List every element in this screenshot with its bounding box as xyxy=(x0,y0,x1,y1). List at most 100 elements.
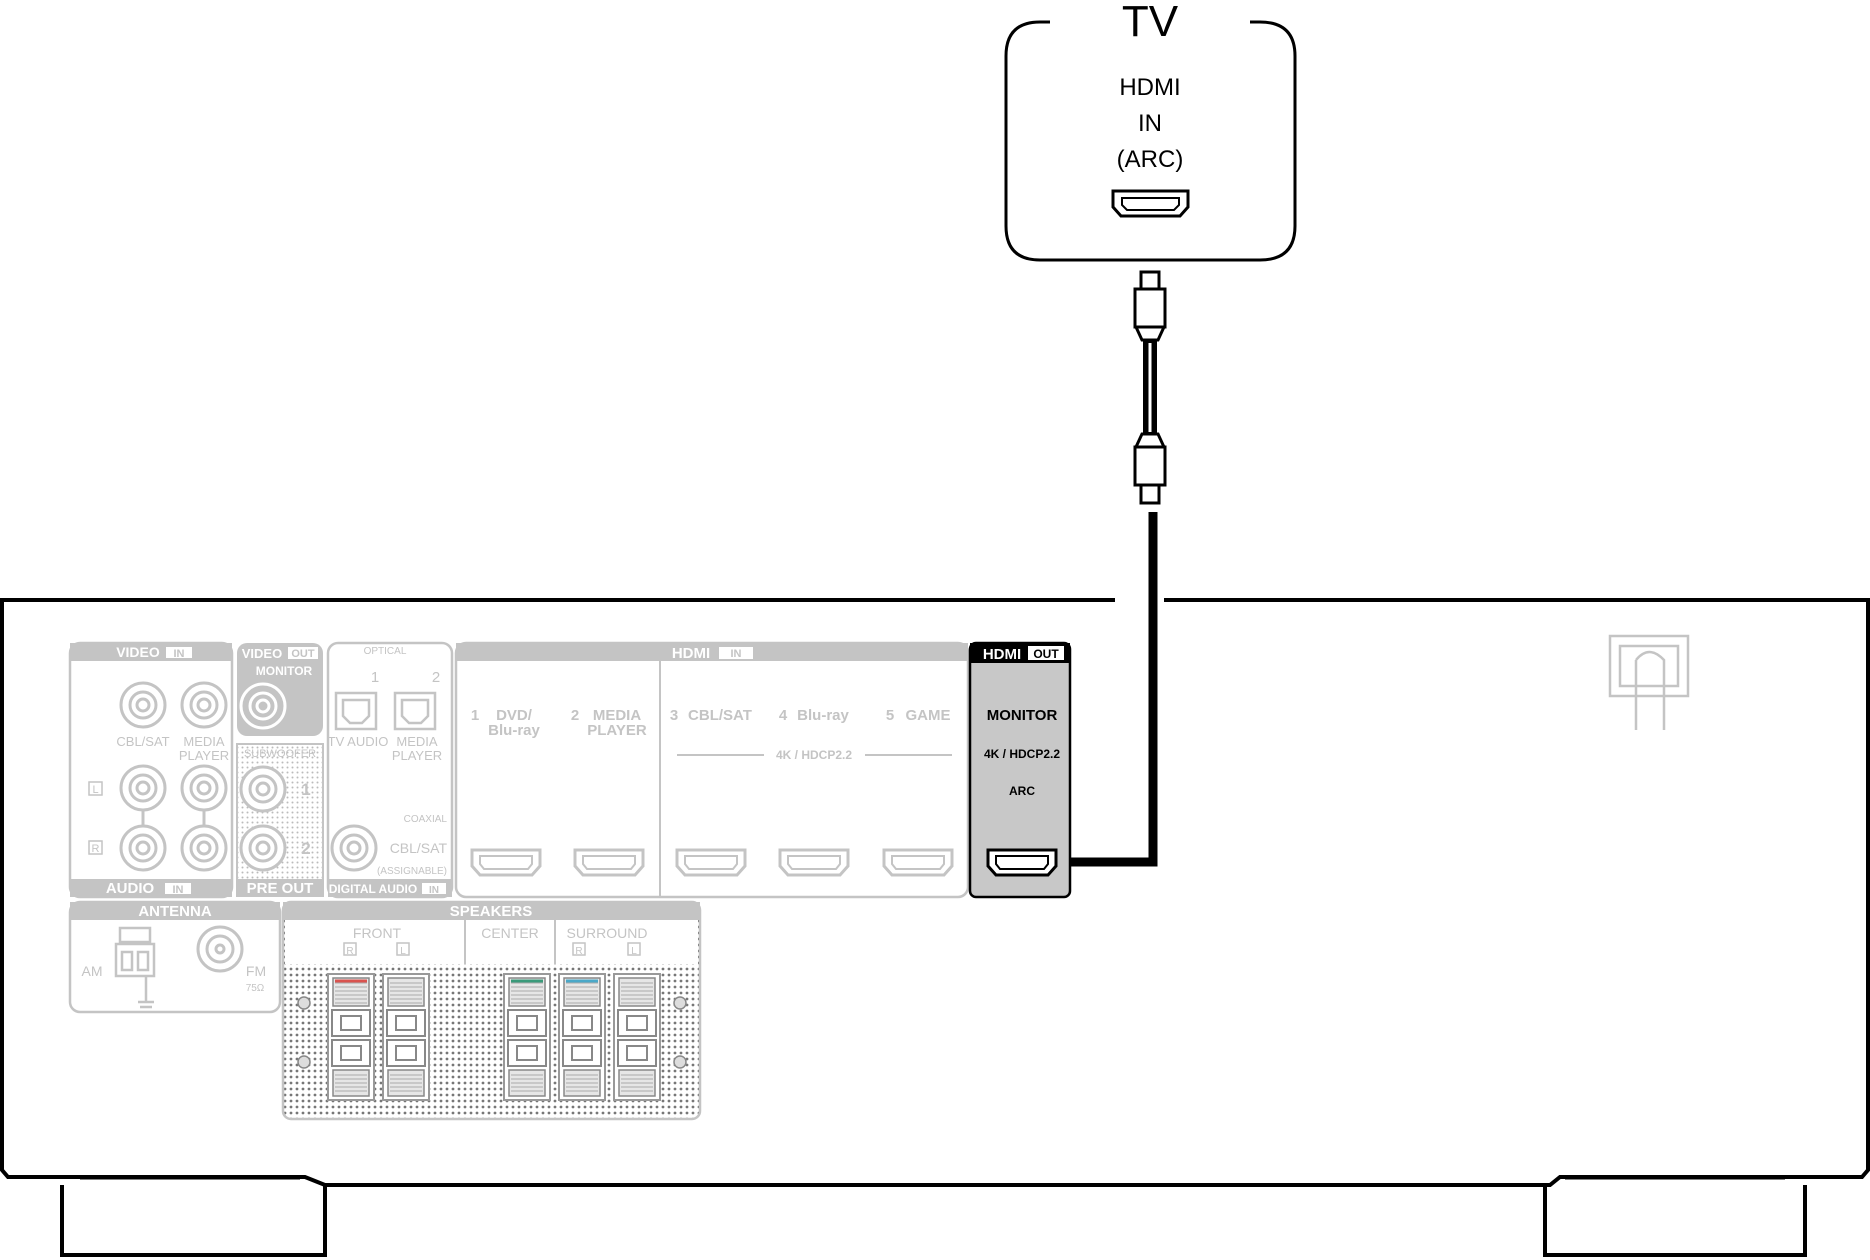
hdmi-out-hdcp-label: 4K / HDCP2.2 xyxy=(984,747,1060,761)
video-out-title: VIDEO xyxy=(242,646,282,661)
surround-l-terminal[interactable] xyxy=(613,973,661,1101)
speakers-panel: SPEAKERS FRONT CENTER SURROUND R L R L xyxy=(281,900,702,1121)
pre-out-title: PRE OUT xyxy=(247,880,314,897)
hdmi-out-arc-label: ARC xyxy=(1009,784,1035,798)
audio-in-title: AUDIO xyxy=(106,880,155,897)
optical-2-number: 2 xyxy=(432,669,440,686)
cable-bottom-connector-body xyxy=(1133,445,1167,487)
front-r-terminal[interactable] xyxy=(327,973,375,1101)
coaxial-cbl-sat-jack[interactable] xyxy=(330,824,378,872)
hdmi-in-5-number: 5 xyxy=(886,707,894,724)
speaker-panel-screw-2 xyxy=(297,1055,311,1069)
hdmi-in-panel: HDMI IN 1 DVD/ Blu-ray 2 MEDIA PLAYER 3 … xyxy=(454,641,970,899)
fm-antenna-jack[interactable] xyxy=(196,925,244,973)
video-audio-in-panel: VIDEO IN CBL/SAT MEDIA PLAYER L R AUDIO … xyxy=(68,641,234,899)
video-in-cbl-sat-jack[interactable] xyxy=(119,681,167,729)
cable-top-connector-tip xyxy=(1139,270,1161,292)
video-out-badge: OUT xyxy=(291,648,315,660)
optical-tv-audio-jack[interactable] xyxy=(334,691,378,731)
digital-audio-badge: IN xyxy=(429,885,439,896)
hdmi-in-1-number: 1 xyxy=(471,707,479,724)
video-in-media-label: MEDIA xyxy=(183,734,225,749)
hdmi-in-hdcp-label: 4K / HDCP2.2 xyxy=(776,748,852,762)
hdmi-in-5-label: GAME xyxy=(906,707,951,724)
tv-title: TV xyxy=(1122,0,1179,46)
hdmi-out-title: HDMI xyxy=(983,646,1021,663)
surround-r-terminal[interactable] xyxy=(558,973,606,1101)
front-l-terminal[interactable] xyxy=(382,973,430,1101)
antenna-panel: ANTENNA AM FM 75Ω xyxy=(68,900,282,1014)
subwoofer-1-number: 1 xyxy=(301,780,310,799)
audio-l-label: L xyxy=(92,784,98,796)
antenna-title: ANTENNA xyxy=(138,903,211,920)
speakers-title: SPEAKERS xyxy=(450,903,533,920)
front-l-label: L xyxy=(400,946,406,957)
coaxial-assignable-label: (ASSIGNABLE) xyxy=(377,866,447,877)
video-out-preout-panel: VIDEO OUT MONITOR SUBWOOFER 1 2 PRE OUT xyxy=(236,643,324,897)
subwoofer-1-jack[interactable] xyxy=(239,765,287,813)
video-in-cbl-sat-label: CBL/SAT xyxy=(116,734,169,749)
cable-bottom-connector-tip xyxy=(1139,483,1161,505)
center-label: CENTER xyxy=(481,925,539,941)
hdmi-in-4-label: Blu-ray xyxy=(797,707,849,724)
hdmi-in-title: HDMI xyxy=(672,645,710,662)
hdmi-in-3-label: CBL/SAT xyxy=(688,707,752,724)
audio-r-label: R xyxy=(92,843,100,855)
av-receiver xyxy=(0,598,1870,1257)
optical-tv-audio-label: TV AUDIO xyxy=(328,734,389,749)
tv-hdmi-port[interactable] xyxy=(1111,189,1190,218)
audio-in-cbl-sat-l-jack[interactable] xyxy=(119,764,167,812)
hdmi-in-4-number: 4 xyxy=(779,707,788,724)
hdmi-out-badge: OUT xyxy=(1033,647,1059,661)
speaker-terminals[interactable] xyxy=(297,973,687,1101)
hdmi-in-4-port[interactable] xyxy=(778,848,850,877)
video-in-media-player-jack[interactable] xyxy=(180,681,228,729)
optical-1-number: 1 xyxy=(371,669,379,686)
coaxial-cbl-sat-label: CBL/SAT xyxy=(390,840,448,856)
surround-r-label: R xyxy=(575,946,582,957)
coaxial-label: COAXIAL xyxy=(404,814,448,825)
hdmi-in-2-label: MEDIA xyxy=(593,707,642,724)
hdmi-in-1-label2: Blu-ray xyxy=(488,722,540,739)
video-in-player-label: PLAYER xyxy=(179,748,229,763)
tv-port-label-hdmi: HDMI xyxy=(1119,74,1180,101)
hdmi-in-badge: IN xyxy=(731,648,742,660)
digital-audio-title: DIGITAL AUDIO xyxy=(329,882,417,896)
hdmi-in-3-number: 3 xyxy=(670,707,678,724)
speaker-panel-screw-1 xyxy=(297,996,311,1010)
surround-label: SURROUND xyxy=(567,925,648,941)
right-foot xyxy=(1543,1185,1807,1257)
audio-in-cbl-sat-r-jack[interactable] xyxy=(119,824,167,872)
hdmi-in-5-port[interactable] xyxy=(882,848,954,877)
audio-in-badge: IN xyxy=(173,884,184,896)
hdmi-in-3-port[interactable] xyxy=(675,848,747,877)
hdmi-in-1-label: DVD/ xyxy=(496,707,533,724)
speaker-panel-screw-3 xyxy=(673,996,687,1010)
tv-device: TV HDMI IN (ARC) xyxy=(1004,0,1297,262)
am-antenna-terminal[interactable] xyxy=(114,926,156,1009)
speaker-panel-screw-4 xyxy=(673,1055,687,1069)
hdmi-in-1-port[interactable] xyxy=(470,848,542,877)
center-terminal[interactable] xyxy=(503,973,551,1101)
tv-port-label-in: IN xyxy=(1138,110,1162,137)
subwoofer-label: SUBWOOFER xyxy=(244,748,316,760)
video-out-monitor-jack[interactable] xyxy=(239,682,287,730)
surround-l-label: L xyxy=(631,946,637,957)
hdmi-out-monitor-port[interactable] xyxy=(986,848,1058,877)
optical-player-label: PLAYER xyxy=(392,748,442,763)
optical-media-player-jack[interactable] xyxy=(393,691,437,731)
hdmi-in-2-label2: PLAYER xyxy=(587,722,647,739)
video-in-badge: IN xyxy=(174,648,185,660)
power-inlet xyxy=(1608,634,1690,730)
hdmi-in-2-number: 2 xyxy=(571,707,579,724)
fm-ohm-label: 75Ω xyxy=(246,983,265,994)
tv-port-label-arc: (ARC) xyxy=(1117,146,1184,173)
subwoofer-2-jack[interactable] xyxy=(239,824,287,872)
video-in-title: VIDEO xyxy=(116,644,160,660)
hdmi-in-2-port[interactable] xyxy=(573,848,645,877)
digital-audio-panel: OPTICAL 1 2 TV AUDIO MEDIA PLAYER COAXIA… xyxy=(326,641,454,899)
audio-in-media-l-jack[interactable] xyxy=(180,764,228,812)
hdmi-out-monitor-label: MONITOR xyxy=(987,707,1058,724)
audio-in-media-r-jack[interactable] xyxy=(180,824,228,872)
front-r-label: R xyxy=(346,946,353,957)
